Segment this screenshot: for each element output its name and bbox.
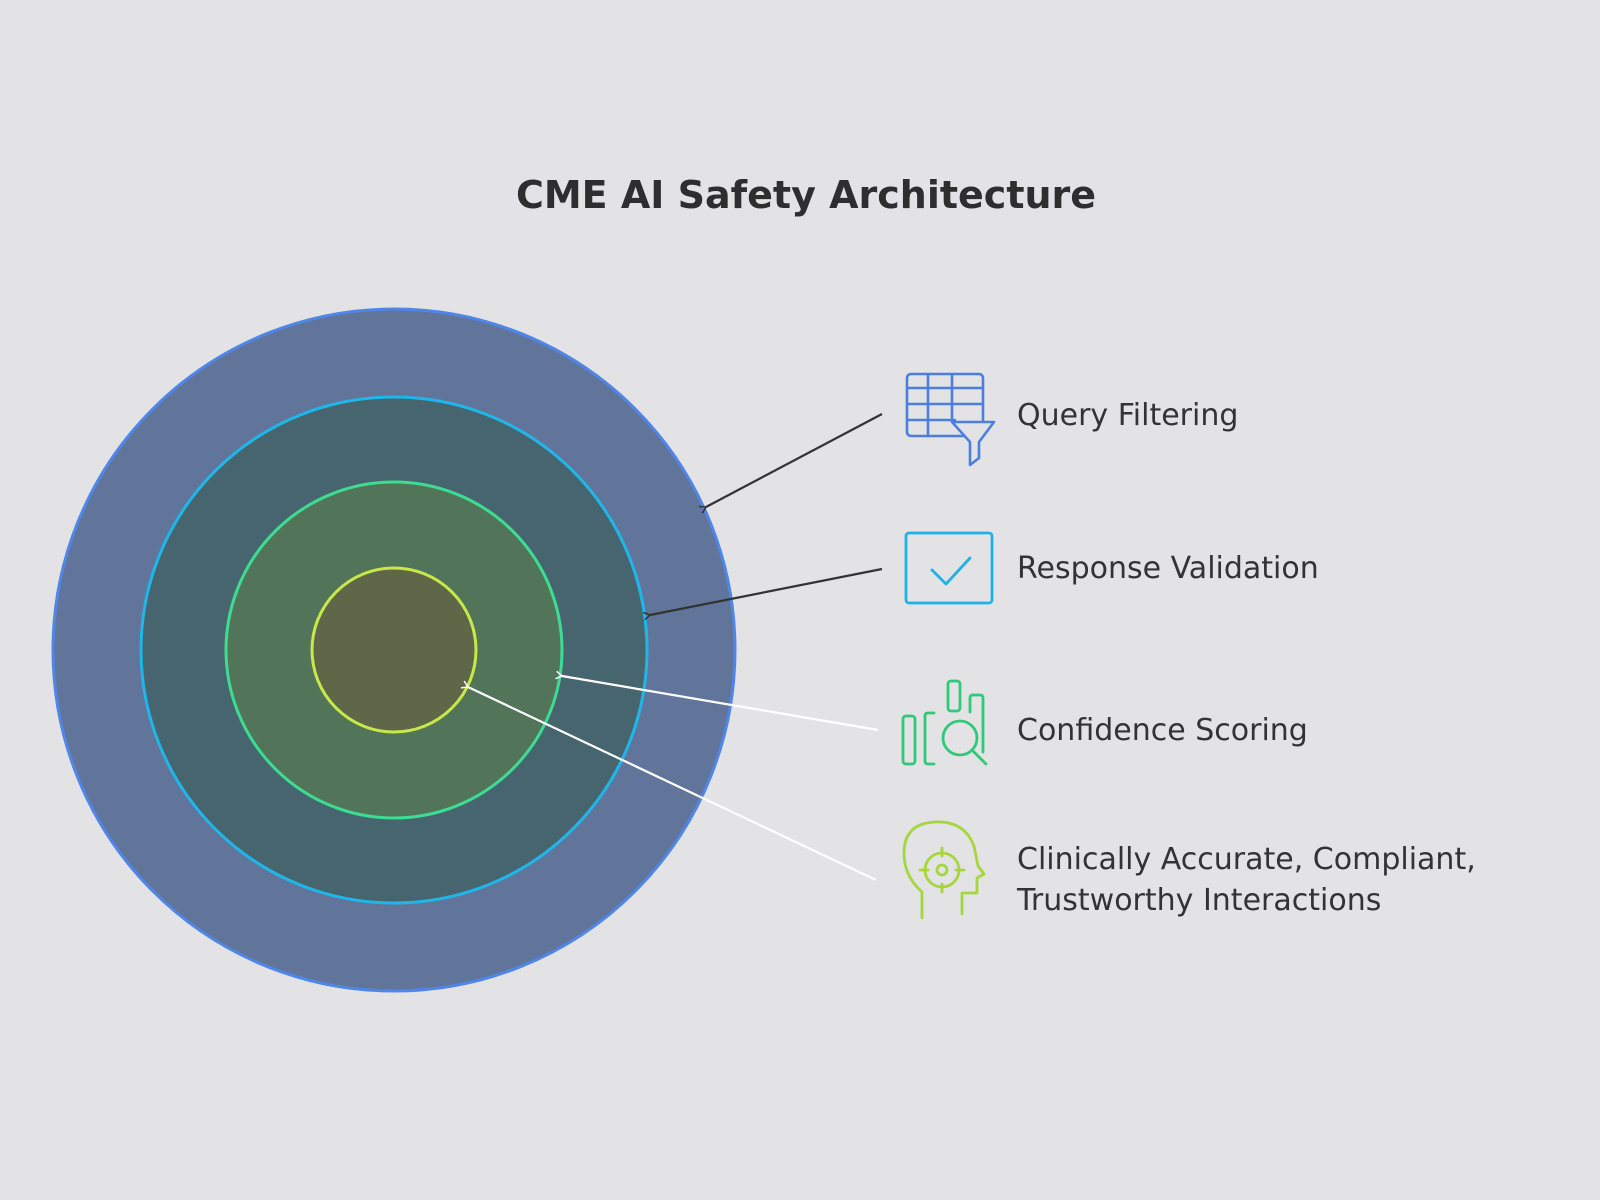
- label-trustworthy-line-2: Trustworthy Interactions: [1016, 883, 1381, 918]
- head-target-icon: [902, 820, 986, 920]
- arrow-query-filtering: [698, 413, 883, 514]
- arrow-response-validation: [643, 567, 883, 621]
- arrow-trustworthy-interactions: [460, 680, 877, 881]
- layer-ring-trustworthy-core: [310, 566, 478, 734]
- arrow-confidence-scoring: [555, 670, 879, 732]
- label-query-filtering: Query Filtering: [1017, 398, 1238, 433]
- chart-magnifier-icon: [901, 679, 988, 766]
- concentric-layers: [51, 307, 737, 993]
- layer-labels: Query Filtering Response Validation Conf…: [1016, 398, 1476, 918]
- connector-arrows: [460, 413, 883, 881]
- table-filter-icon: [905, 372, 996, 467]
- checkbox-check-icon: [904, 531, 994, 605]
- label-trustworthy-line-1: Clinically Accurate, Compliant,: [1017, 842, 1476, 877]
- diagram-title: CME AI Safety Architecture: [516, 173, 1096, 217]
- label-confidence-scoring: Confidence Scoring: [1017, 713, 1308, 748]
- label-response-validation: Response Validation: [1017, 551, 1319, 586]
